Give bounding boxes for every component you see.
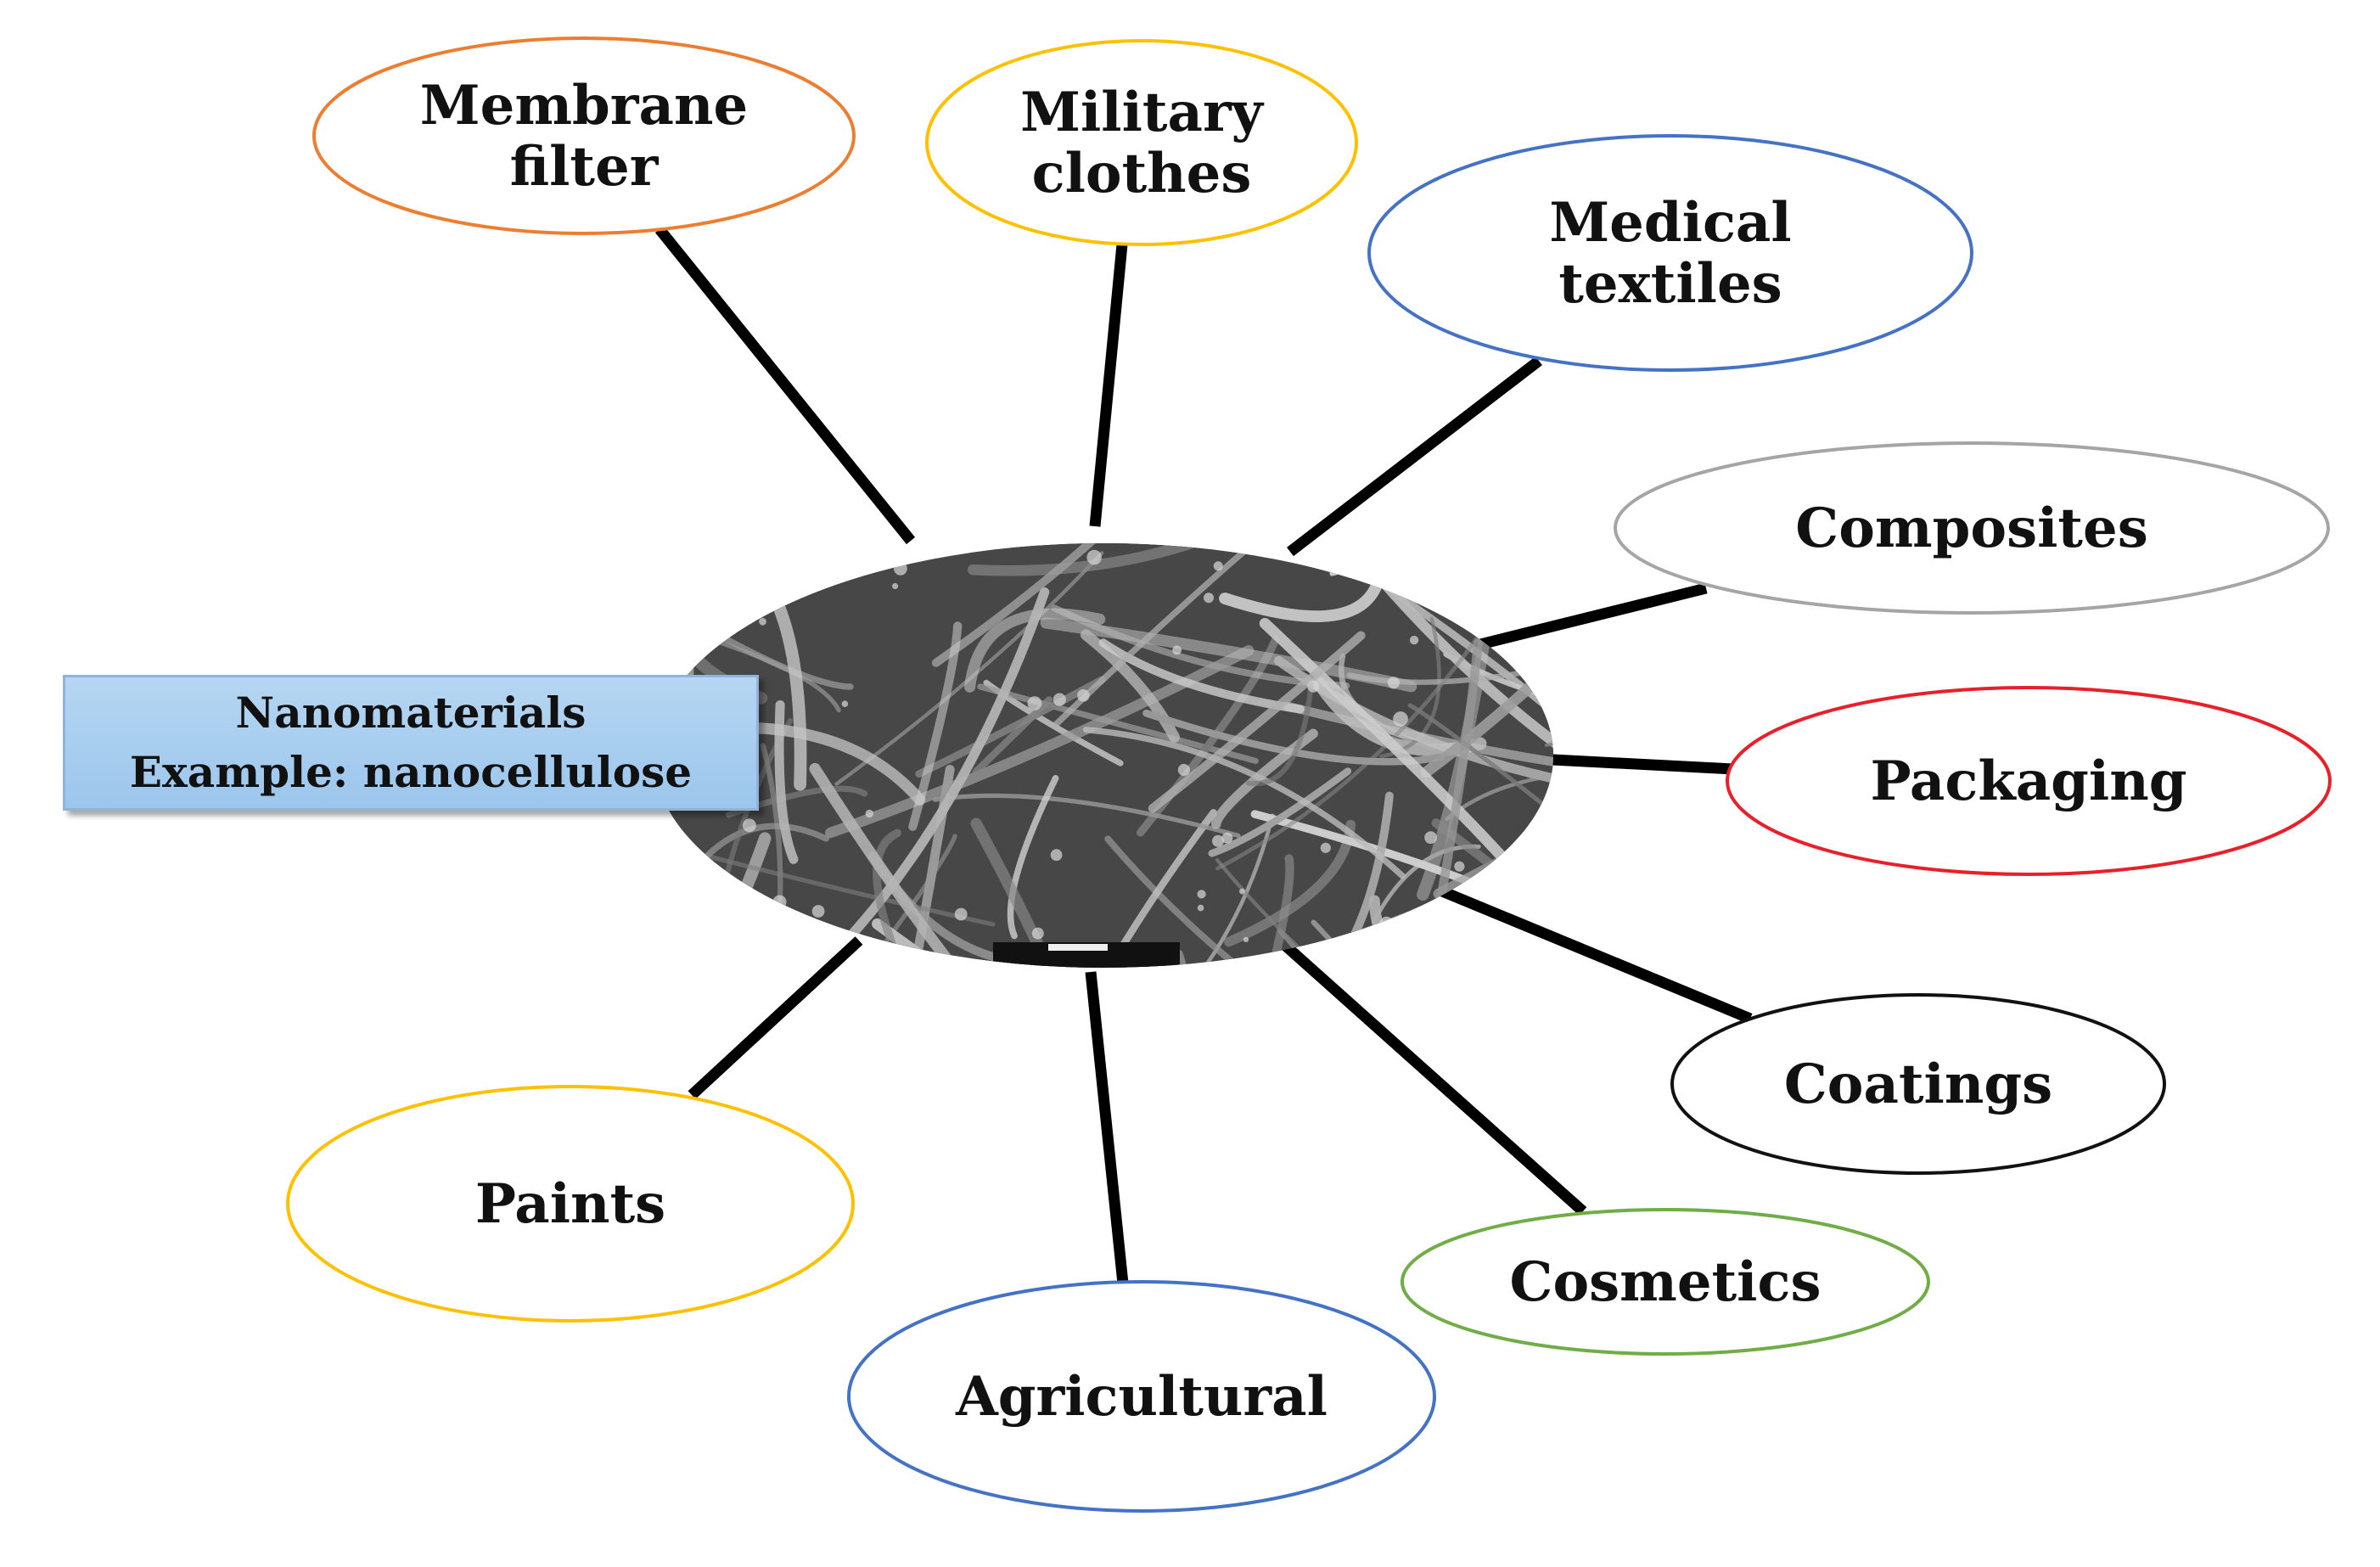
node-membrane-filter-ellipse xyxy=(312,37,856,235)
node-paints-ellipse xyxy=(286,1085,855,1323)
center-title: Nanomaterials xyxy=(235,688,587,738)
node-military-clothes-label: Military xyxy=(1020,81,1265,144)
center-label-box: Nanomaterials Example: nanocellulose xyxy=(63,675,759,811)
node-coatings-ellipse xyxy=(1670,993,2166,1175)
node-agricultural-ellipse xyxy=(847,1280,1436,1513)
node-medical-textiles-label: Medical xyxy=(1549,191,1791,255)
connector-cosmetics xyxy=(1277,938,1587,1216)
connector-lines xyxy=(654,225,1753,1284)
node-medical-textiles-label: textiles xyxy=(1558,252,1782,316)
hub-image xyxy=(654,543,1553,968)
node-agricultural-label: Agricultural xyxy=(955,1365,1328,1429)
connector-agricultural xyxy=(1085,971,1129,1284)
node-composites-ellipse xyxy=(1614,441,2330,615)
node-coatings-label: Coatings xyxy=(1784,1053,2052,1116)
node-military-clothes-label: clothes xyxy=(1032,142,1252,205)
node-packaging: Packaging xyxy=(1726,686,2332,876)
connector-paints xyxy=(688,936,863,1099)
connector-membrane-filter xyxy=(654,225,916,545)
node-packaging-ellipse xyxy=(1726,686,2332,876)
node-paints: Paints xyxy=(286,1085,855,1323)
node-cosmetics-label: Cosmetics xyxy=(1510,1250,1821,1314)
node-medical-textiles-ellipse xyxy=(1367,134,1973,372)
center-subtitle: Example: nanocellulose xyxy=(129,747,693,797)
node-military-clothes-ellipse xyxy=(925,39,1358,246)
node-packaging-label: Packaging xyxy=(1871,750,2187,813)
connector-composites xyxy=(1465,582,1708,654)
connector-military-clothes xyxy=(1089,244,1128,527)
connector-coatings xyxy=(1419,877,1753,1025)
connector-medical-textiles xyxy=(1287,356,1542,557)
node-coatings: Coatings xyxy=(1670,993,2166,1175)
node-agricultural: Agricultural xyxy=(847,1280,1436,1513)
application-nodes: MembranefilterMilitaryclothesMedicaltext… xyxy=(286,37,2332,1513)
node-composites: Composites xyxy=(1614,441,2330,615)
node-cosmetics: Cosmetics xyxy=(1400,1208,1930,1356)
node-membrane-filter-label: Membrane xyxy=(420,74,748,138)
node-composites-label: Composites xyxy=(1795,497,2147,560)
node-cosmetics-ellipse xyxy=(1400,1208,1930,1356)
node-paints-label: Paints xyxy=(475,1172,665,1236)
node-membrane-filter-label: filter xyxy=(510,135,660,199)
